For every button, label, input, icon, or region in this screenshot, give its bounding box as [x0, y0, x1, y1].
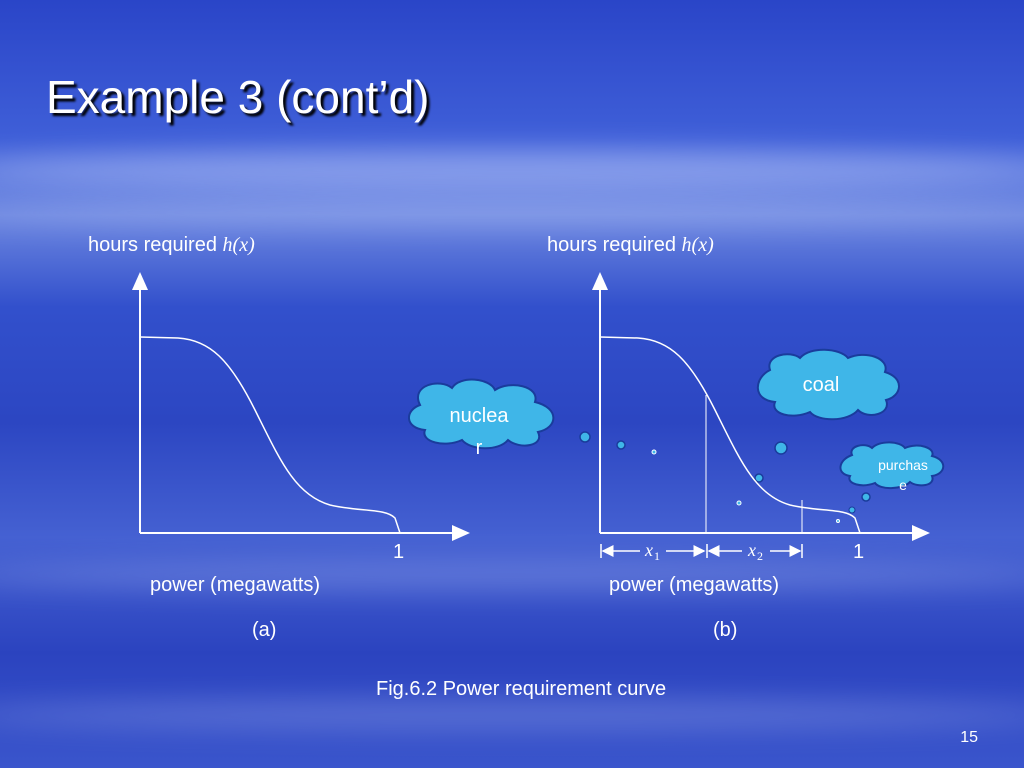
thought-bubble: [848, 506, 856, 514]
slide-title: Example 3 (cont’d): [46, 71, 430, 123]
panel-a-ylabel-text: hours required: [88, 234, 223, 256]
panel-b-graph: x 1 x 2: [592, 272, 930, 563]
purchase-cloud: purchas e: [839, 441, 945, 493]
background-streak: [0, 150, 1024, 190]
panel-b-xlabel: power (megawatts): [609, 574, 780, 596]
purchase-cloud-label-line1: purchas: [878, 457, 928, 473]
thought-bubble: [579, 431, 591, 443]
panel-a-x-tick: 1: [393, 541, 405, 563]
thought-bubbles: [579, 431, 871, 523]
thought-bubble: [736, 500, 742, 506]
thought-bubble: [836, 519, 840, 523]
nuclear-cloud: nuclea r: [408, 378, 555, 459]
panel-a-tag: (a): [252, 619, 277, 641]
panel-a-curve: [139, 336, 401, 534]
panel-b-x-tick: 1: [853, 541, 865, 563]
panel-b-ylabel-math: h(x): [681, 234, 714, 256]
thought-bubble: [651, 449, 657, 455]
x2-label: x: [747, 540, 756, 560]
nuclear-cloud-label-line2: r: [476, 437, 483, 459]
panel-a-ylabel-math: h(x): [222, 234, 255, 256]
thought-bubble: [616, 440, 626, 450]
coal-cloud: coal: [756, 348, 900, 421]
background-streak: [0, 560, 1024, 590]
panel-a-xlabel: power (megawatts): [150, 574, 321, 596]
thought-bubble: [754, 473, 764, 483]
x1-label: x: [644, 540, 653, 560]
panel-b-tag: (b): [713, 619, 738, 641]
panel-a-ylabel: hours required h(x): [88, 234, 255, 257]
coal-cloud-label: coal: [803, 374, 840, 396]
panel-b-curve: [599, 336, 861, 534]
panel-b-ylabel-text: hours required: [547, 234, 682, 256]
nuclear-cloud-label-line1: nuclea: [450, 405, 510, 427]
purchase-cloud-label-line2: e: [899, 477, 907, 493]
background-streak: [0, 700, 1024, 730]
thought-bubble: [774, 441, 788, 455]
panel-a-graph: [132, 272, 470, 541]
panel-b-ylabel: hours required h(x): [547, 234, 714, 257]
figure-caption: Fig.6.2 Power requirement curve: [376, 678, 667, 700]
background-streak: [0, 200, 1024, 225]
page-number: 15: [960, 729, 978, 746]
x2-subscript: 2: [757, 549, 763, 563]
thought-bubble: [861, 492, 871, 502]
x1-subscript: 1: [654, 549, 660, 563]
